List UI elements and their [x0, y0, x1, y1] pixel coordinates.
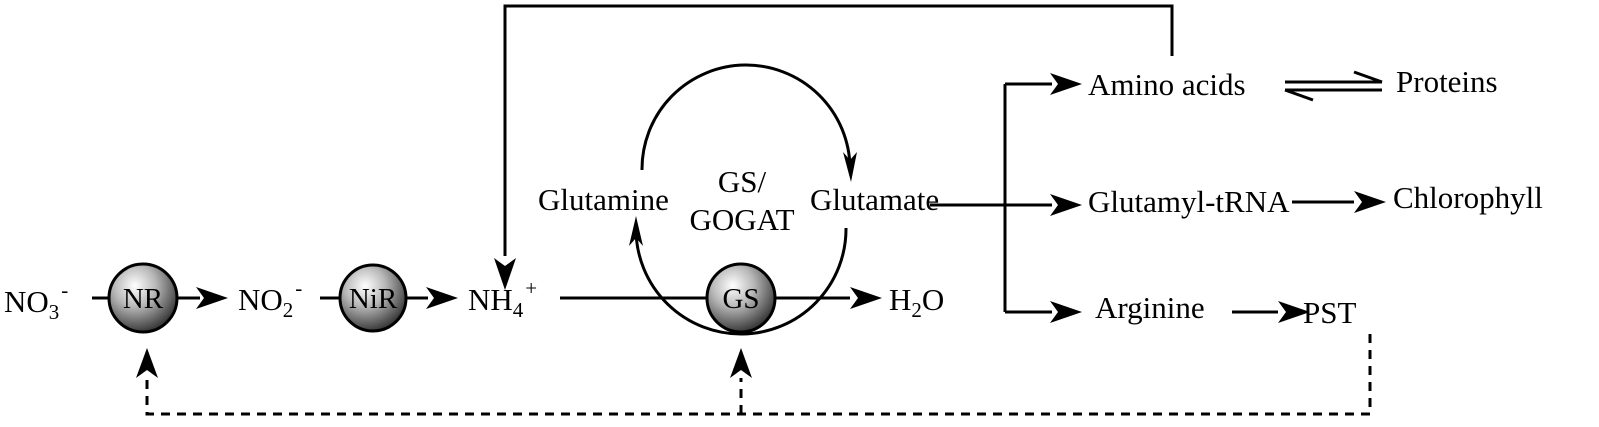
cycle-top-arc [640, 63, 852, 171]
cycle-label-line2: GOGAT [689, 202, 794, 237]
cycle-bottom-arrowhead [629, 216, 643, 246]
branch-to-amino-acids-arrowhead [1050, 73, 1082, 95]
cycle-top-arrowhead [843, 152, 857, 182]
arginine-to-pst-arrowhead [1278, 301, 1310, 323]
equilibrium-reverse-barb [1284, 88, 1314, 102]
glutamyl-to-chlorophyll-arrowhead [1354, 191, 1386, 213]
nr-enzyme-label: NR [123, 283, 164, 315]
nir-enzyme-label: NiR [349, 283, 398, 315]
nr-enzyme-node: NR [107, 262, 179, 334]
gs-to-water-arrowhead [850, 287, 882, 309]
chlorophyll-label: Chlorophyll [1393, 180, 1543, 215]
gs-enzyme-node: GS [705, 262, 777, 334]
nir-enzyme-node: NiR [338, 263, 408, 333]
glutamine-label: Glutamine [538, 182, 669, 217]
pst-regulation-dashed-line [145, 334, 1372, 416]
amino-acids-label: Amino acids [1088, 67, 1246, 102]
amino-acids-feedback-arrowhead [494, 258, 516, 290]
glutamyl-trna-label: Glutamyl-tRNA [1088, 184, 1290, 219]
glutamate-label: Glutamate [810, 182, 939, 217]
equilibrium-forward-barb [1353, 70, 1383, 84]
pst-to-nr-arrowhead [136, 348, 158, 378]
branch-to-glutamyl-arrowhead [1050, 194, 1082, 216]
cycle-bottom-arc [634, 227, 848, 336]
nr-to-nitrite-arrowhead [196, 287, 228, 309]
pst-to-gs-arrowhead [730, 348, 752, 378]
cycle-label-line1: GS/ [718, 164, 767, 199]
nitrite-label: NO2- [238, 276, 302, 322]
arginine-label: Arginine [1095, 290, 1205, 325]
water-label: H2O [889, 282, 944, 322]
proteins-label: Proteins [1396, 64, 1498, 99]
gs-enzyme-label: GS [722, 283, 759, 315]
nir-to-ammonium-arrowhead [426, 287, 458, 309]
amino-acids-feedback-line [503, 4, 1174, 256]
branch-to-arginine-arrowhead [1050, 301, 1082, 323]
nitrate-label: NO3- [4, 278, 68, 324]
pst-label: PST [1303, 295, 1356, 330]
